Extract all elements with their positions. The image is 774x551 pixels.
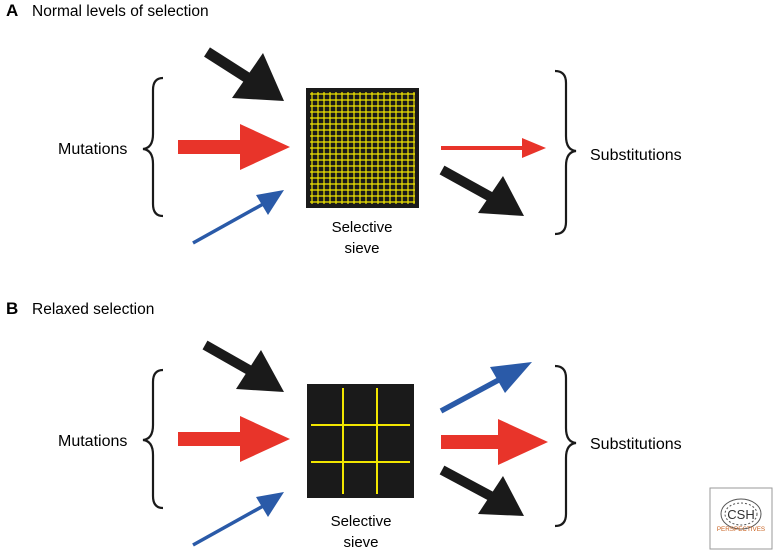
csh-perspectives-logo: CSH PERSPECTIVES [709, 487, 773, 550]
panel-b-sieve-label-2: sieve [343, 534, 378, 551]
panel-a-sieve-label-1: Selective [332, 219, 393, 236]
panel-b-selective-sieve [307, 384, 414, 498]
panel-a-left-brace [142, 76, 164, 218]
panel-b-red-arrow-out [441, 419, 548, 465]
panel-a-selective-sieve [306, 88, 419, 208]
panel-a-red-arrow-out [441, 138, 546, 158]
panel-b-substitutions-label: Substitutions [590, 436, 682, 453]
logo-bottom-text: PERSPECTIVES [717, 526, 765, 533]
logo-top-text: CSH [727, 507, 754, 522]
dna-helix-icon [720, 498, 762, 530]
panel-a-black-arrow-in [204, 47, 284, 101]
panel-a: A Normal levels of selection Mutations S… [6, 1, 682, 257]
panel-a-sieve-mesh-fine [310, 92, 415, 204]
panel-a-right-brace [554, 69, 577, 236]
panel-b-sieve-label-1: Selective [331, 513, 392, 530]
panel-b-black-arrow-out [439, 465, 524, 516]
panel-a-substitutions-label: Substitutions [590, 147, 682, 164]
panel-b: B Relaxed selection Mutations [6, 299, 682, 551]
panel-a-letter: A [6, 1, 18, 20]
panel-b-blue-arrow-out [439, 362, 532, 414]
panel-a-title: Normal levels of selection [32, 3, 209, 20]
panel-b-red-arrow-in [178, 416, 290, 462]
panel-b-black-arrow-in [202, 340, 284, 392]
panel-b-left-brace [142, 368, 164, 510]
panel-a-sieve-label-2: sieve [344, 240, 379, 257]
panel-b-letter: B [6, 299, 18, 318]
panel-a-black-arrow-out [439, 165, 524, 216]
panel-b-sieve-mesh-coarse [311, 388, 410, 494]
panel-b-blue-arrow-in [192, 492, 284, 547]
panel-b-mutations-label: Mutations [58, 433, 127, 450]
panel-a-mutations-label: Mutations [58, 141, 127, 158]
panel-a-red-arrow-in [178, 124, 290, 170]
panel-b-title: Relaxed selection [32, 301, 154, 318]
panel-a-blue-arrow-in [192, 190, 284, 245]
panel-b-right-brace [554, 364, 577, 528]
